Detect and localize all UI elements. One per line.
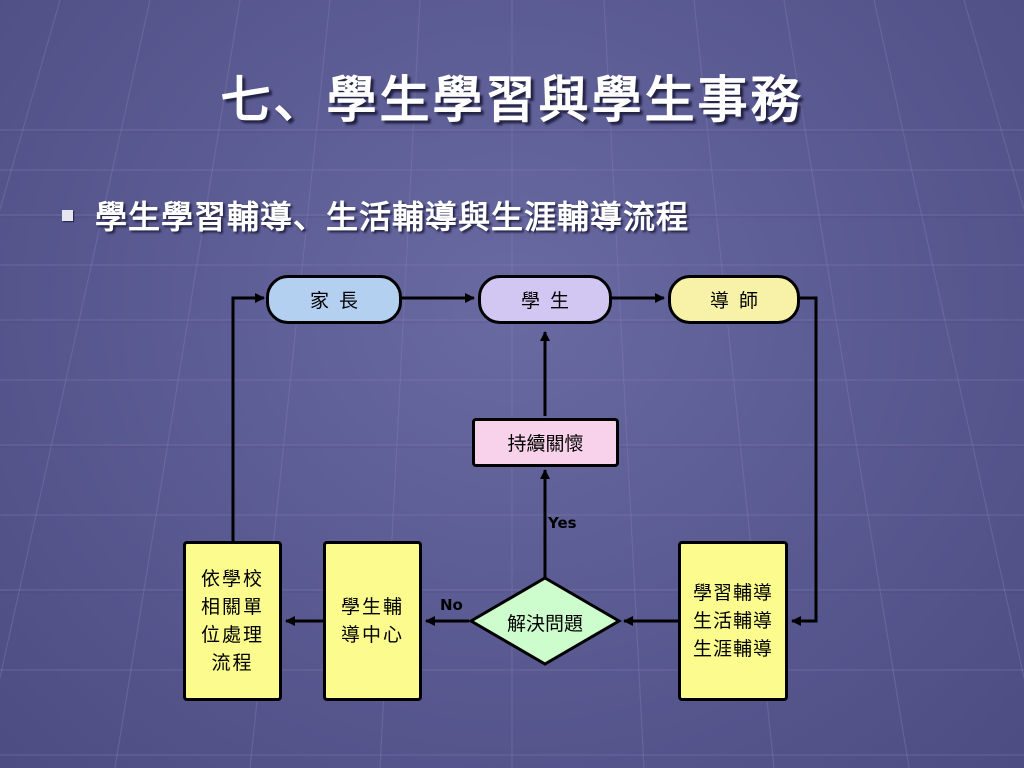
decision-diamond — [468, 576, 622, 666]
node-counseling-center: 學生輔 導中心 — [323, 541, 422, 701]
node-guidance-types: 學習輔導 生活輔導 生涯輔導 — [678, 541, 788, 701]
edge-label-yes: Yes — [548, 514, 577, 532]
slide-title: 七、學生學習與學生事務 — [220, 70, 804, 129]
arrow-tutor-to-guidance — [791, 296, 818, 626]
node-school-process: 依學校 相關單 位處理 流程 — [183, 541, 282, 701]
node-tutor: 導師 — [668, 275, 800, 324]
square-bullet-icon — [62, 209, 73, 221]
edge-label-no: No — [440, 596, 463, 614]
node-decision-label: 解決問題 — [506, 613, 583, 635]
node-parent: 家長 — [266, 275, 402, 324]
bullet-text: 學生學習輔導、生活輔導與生涯輔導流程 — [95, 198, 690, 236]
node-continuous-care: 持續關懷 — [472, 418, 619, 467]
node-student: 學生 — [478, 275, 612, 324]
arrow-school-to-parent — [231, 293, 265, 541]
bullet-item: 學生學習輔導、生活輔導與生涯輔導流程 — [62, 192, 689, 238]
